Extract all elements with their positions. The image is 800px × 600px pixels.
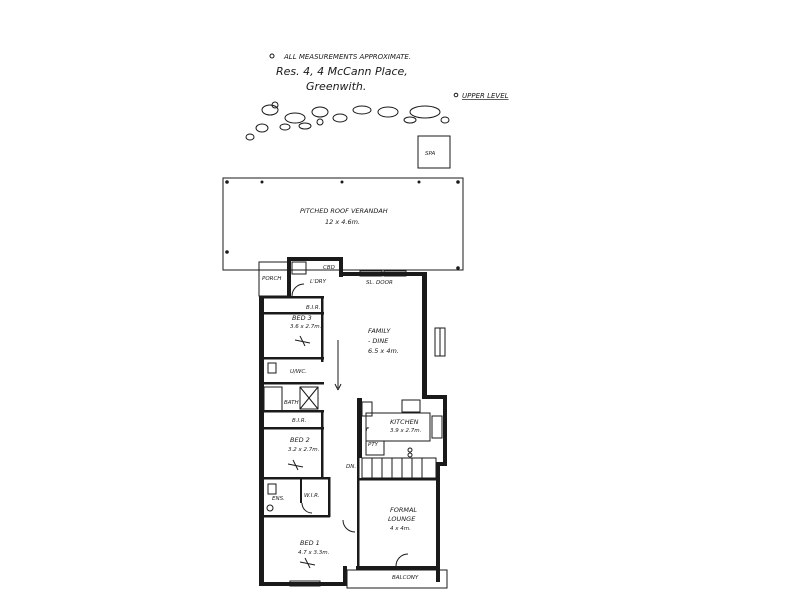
wir-label: W.I.R. — [304, 493, 320, 499]
bed3-label: BED 3 — [292, 314, 312, 322]
kitchen-size: 3.9 x 2.7m. — [390, 428, 422, 434]
exterior-walls — [259, 257, 447, 586]
fridge-label: F — [366, 427, 370, 433]
door-swings — [291, 283, 409, 567]
stairs — [361, 457, 437, 479]
hall-arrow-icon — [334, 340, 342, 391]
bed2-size: 3.2 x 2.7m. — [288, 447, 320, 453]
asterisk-icon — [453, 92, 459, 98]
bir-label-1: B.I.R. — [306, 305, 321, 311]
family-size: 6.5 x 4m. — [368, 347, 399, 355]
windows — [289, 270, 446, 587]
formal-label: FORMAL — [390, 506, 417, 514]
kitchen-fixtures — [361, 399, 443, 458]
address-line-2: Greenwith. — [306, 80, 366, 93]
formal-size: 4 x 4m. — [390, 526, 411, 532]
family-label: FAMILY — [368, 327, 391, 335]
interior-walls — [264, 296, 437, 568]
asterisk-icon — [269, 53, 275, 59]
cbd-label: CBD — [323, 265, 335, 271]
bathroom-fixtures — [263, 261, 319, 512]
laundry-label: L'DRY — [310, 279, 327, 285]
bed3-size: 3.6 x 2.7m. — [290, 324, 322, 330]
bed1-label: BED 1 — [300, 539, 320, 547]
kitchen-label: KITCHEN — [390, 418, 419, 426]
level-label: UPPER LEVEL — [462, 92, 509, 100]
bir-label-2: B.I.R. — [292, 418, 307, 424]
ensuite-label: ENS. — [272, 496, 285, 502]
plan-header: ALL MEASUREMENTS APPROXIMATE. Res. 4, 4 … — [269, 53, 509, 100]
address-line-1: Res. 4, 4 McCann Place, — [276, 65, 408, 78]
room-labels: CBD L'DRY SL. DOOR B.I.R. BED 3 3.6 x 2.… — [272, 265, 422, 581]
down-label: DN. — [346, 464, 356, 470]
wc-label: U/WC. — [290, 369, 307, 375]
pantry-label: PTY — [368, 442, 379, 448]
balcony-label: BALCONY — [392, 575, 419, 581]
verandah-label: PITCHED ROOF VERANDAH — [300, 207, 388, 215]
verandah-posts — [225, 180, 460, 270]
spa-label: SPA — [425, 151, 436, 157]
measurement-note: ALL MEASUREMENTS APPROXIMATE. — [283, 53, 411, 61]
porch-label: PORCH — [262, 276, 281, 282]
bed2-label: BED 2 — [290, 436, 310, 444]
spa-outline — [417, 135, 451, 169]
verandah-size: 12 x 4.6m. — [325, 218, 360, 226]
bath-label: BATH — [284, 400, 299, 406]
balcony-outline — [346, 569, 448, 589]
lounge-label: LOUNGE — [388, 515, 416, 523]
dine-label: - DINE — [368, 337, 389, 345]
garden-stones — [245, 101, 450, 141]
sl-door-label: SL. DOOR — [366, 280, 393, 286]
bed1-size: 4.7 x 3.3m. — [298, 550, 330, 556]
ceiling-fan-icons — [287, 335, 316, 569]
